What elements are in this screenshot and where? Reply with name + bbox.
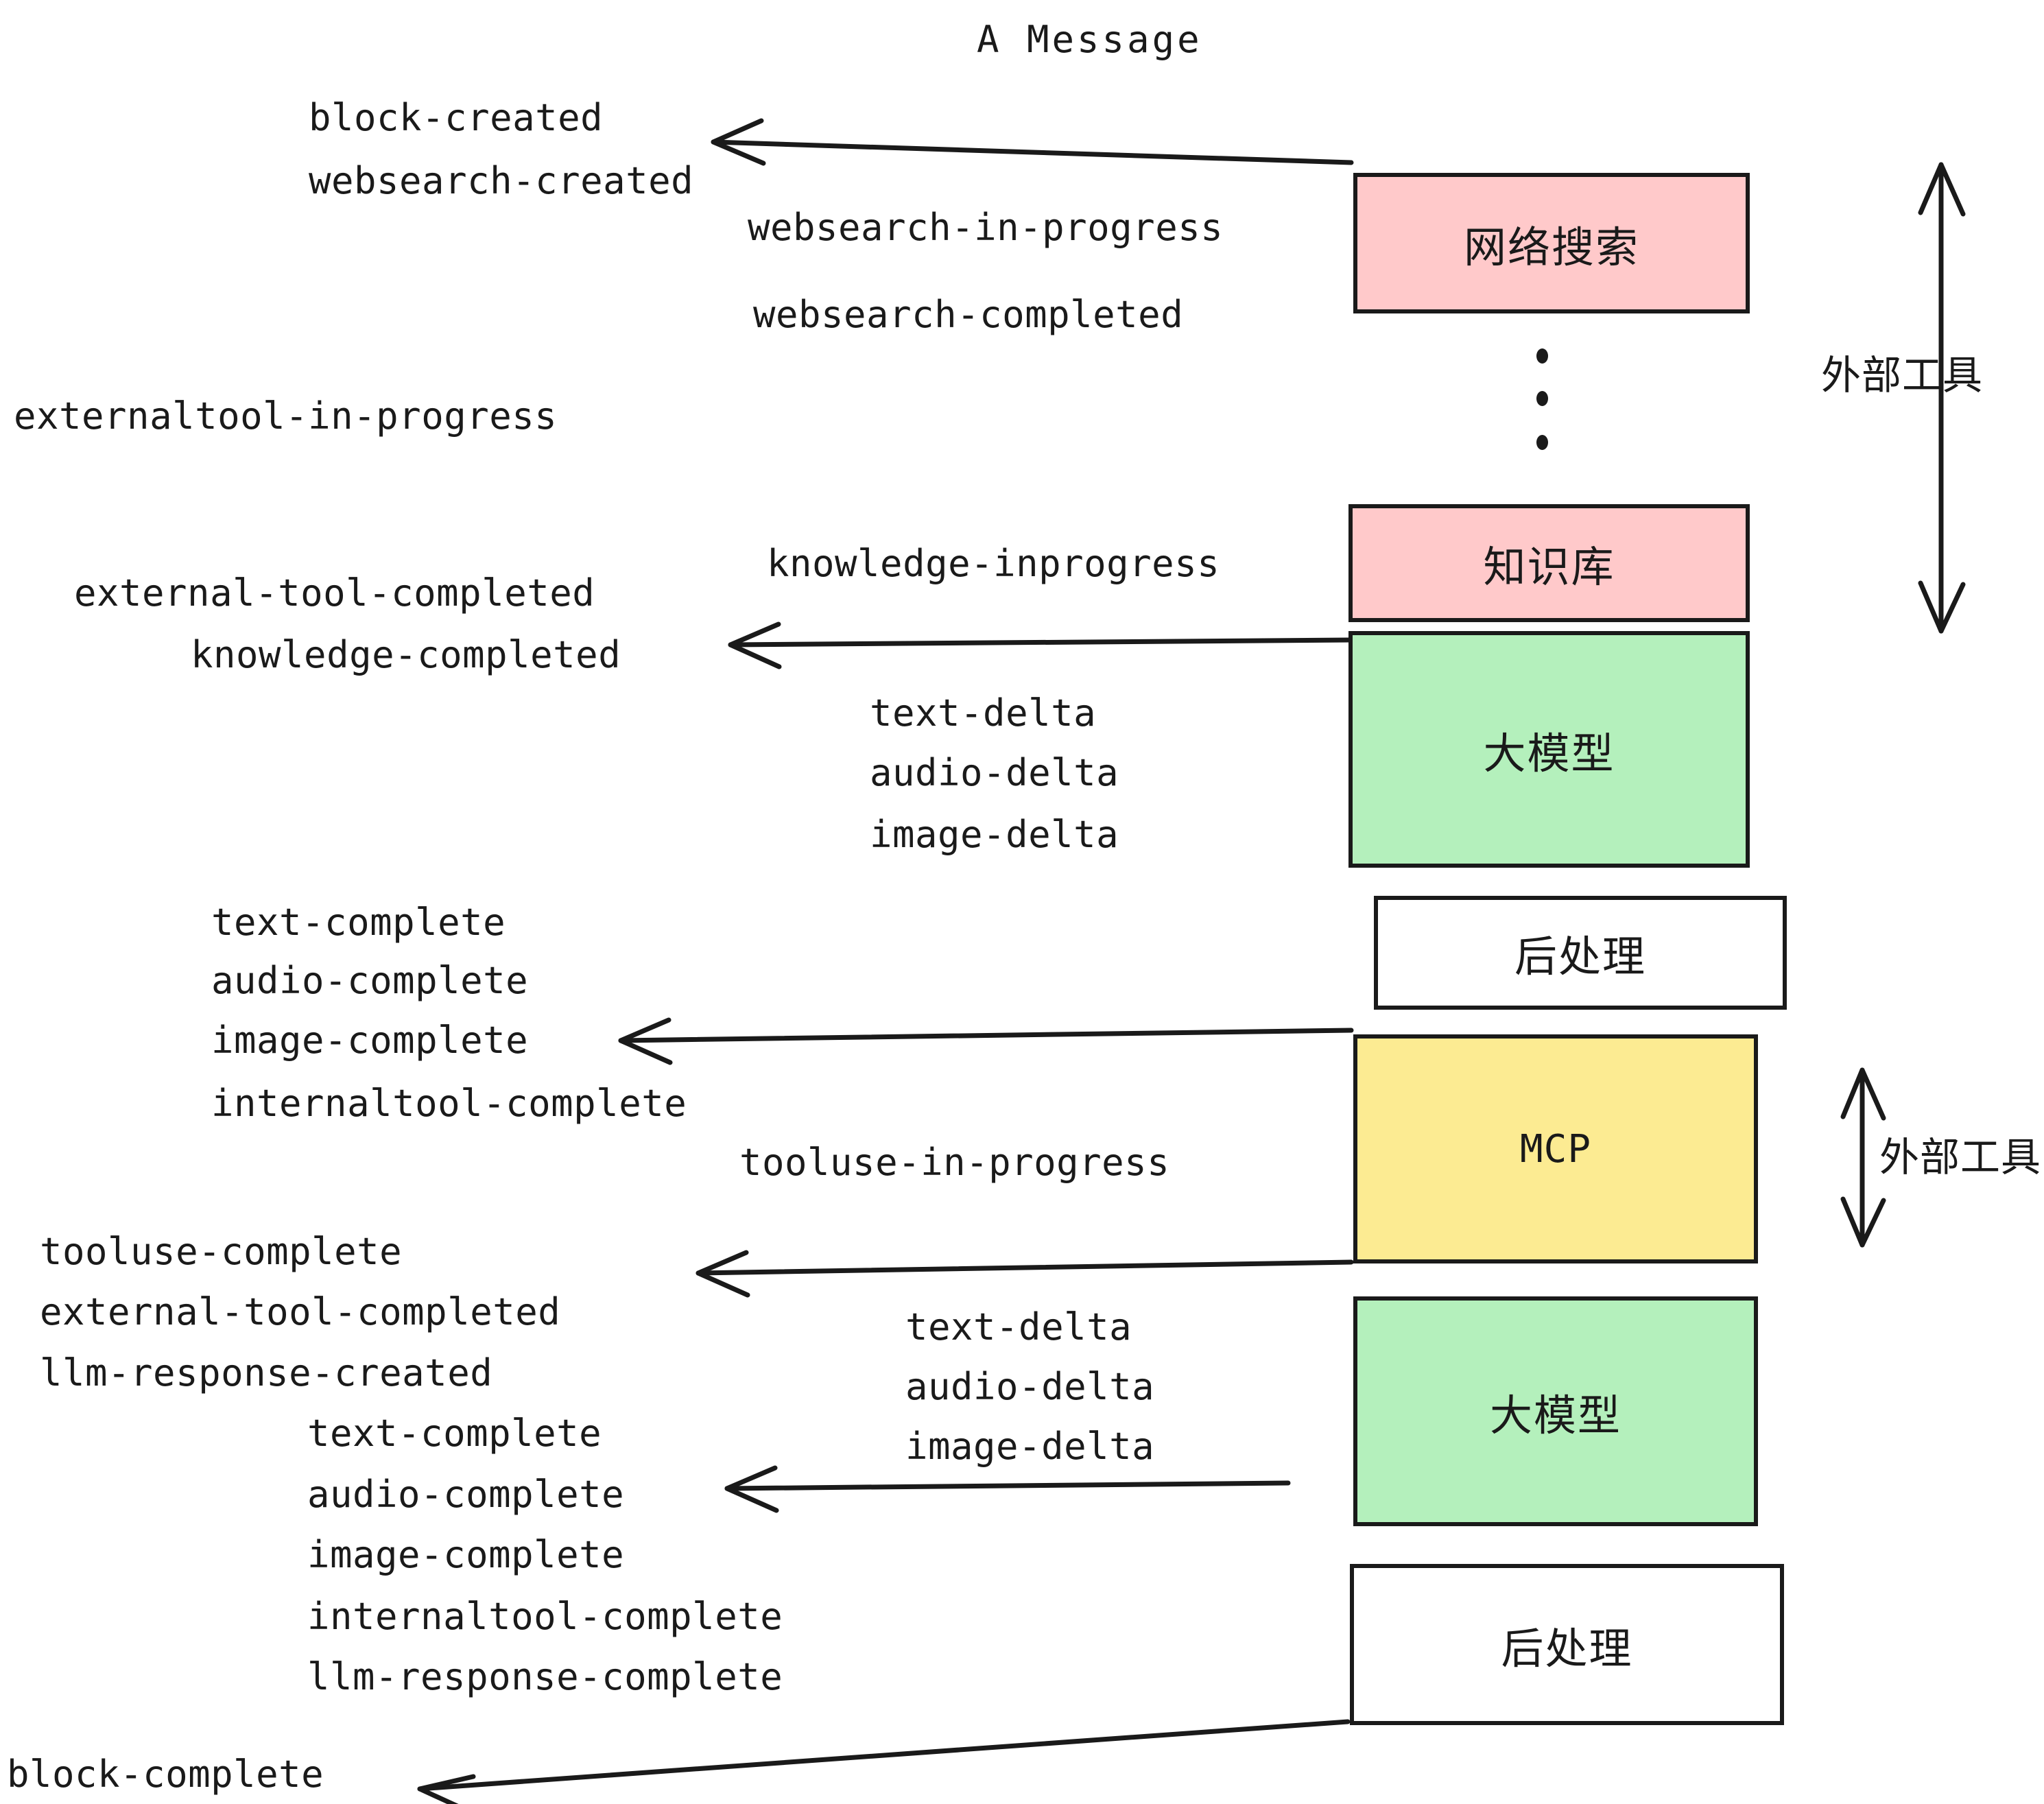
event-websearch-completed: websearch-completed — [753, 293, 1184, 336]
event-audio-complete-2: audio-complete — [307, 1473, 625, 1516]
event-tooluse-complete: tooluse-complete — [40, 1230, 403, 1273]
event-text-complete-1: text-complete — [211, 901, 506, 944]
event-internaltool-complete-1: internaltool-complete — [211, 1082, 687, 1125]
event-image-complete-2: image-complete — [307, 1533, 625, 1576]
side-label-external-tools-mcp: 外部工具 — [1879, 1134, 2042, 1180]
node-postprocess-1[interactable]: 后处理 — [1374, 896, 1787, 1010]
node-label: 大模型 — [1483, 728, 1615, 779]
event-text-complete-2: text-complete — [307, 1412, 602, 1455]
event-image-delta-1: image-delta — [870, 813, 1119, 856]
event-externaltool-in-progress: externaltool-in-progress — [14, 394, 558, 438]
event-block-created: block-created — [309, 96, 604, 139]
node-label: 大模型 — [1489, 1390, 1621, 1440]
page-title: A Message — [977, 18, 1202, 61]
ellipsis-dot — [1536, 391, 1548, 406]
event-image-delta-2: image-delta — [905, 1425, 1155, 1468]
node-postprocess-2[interactable]: 后处理 — [1350, 1564, 1784, 1725]
node-mcp[interactable]: MCP — [1353, 1034, 1758, 1263]
event-llm-response-complete: llm-response-complete — [307, 1655, 783, 1698]
event-block-complete: block-complete — [7, 1753, 324, 1796]
event-llm-response-created: llm-response-created — [40, 1351, 493, 1394]
side-label-external-tools-top: 外部工具 — [1821, 352, 1984, 399]
event-text-delta-1: text-delta — [870, 691, 1097, 735]
event-knowledge-inprogress: knowledge-inprogress — [767, 542, 1220, 585]
node-websearch[interactable]: 网络搜索 — [1353, 173, 1750, 313]
event-text-delta-2: text-delta — [905, 1305, 1132, 1349]
node-label: 知识库 — [1483, 542, 1615, 592]
event-knowledge-completed: knowledge-completed — [191, 633, 621, 676]
node-label: 后处理 — [1514, 931, 1646, 982]
event-websearch-created: websearch-created — [309, 159, 694, 202]
event-websearch-in-progress: websearch-in-progress — [748, 206, 1224, 249]
node-knowledge-base[interactable]: 知识库 — [1348, 504, 1750, 622]
event-image-complete-1: image-complete — [211, 1019, 529, 1062]
ellipsis-dot — [1536, 348, 1548, 364]
ellipsis-dot — [1536, 435, 1548, 450]
event-audio-delta-2: audio-delta — [905, 1365, 1155, 1408]
node-label: 网络搜索 — [1463, 222, 1639, 272]
node-llm-2[interactable]: 大模型 — [1353, 1296, 1758, 1526]
event-audio-delta-1: audio-delta — [870, 751, 1119, 794]
node-label: 后处理 — [1501, 1623, 1633, 1674]
node-llm-1[interactable]: 大模型 — [1348, 631, 1750, 868]
event-tooluse-in-progress: tooluse-in-progress — [739, 1141, 1170, 1184]
event-audio-complete-1: audio-complete — [211, 959, 529, 1002]
event-external-tool-completed-2: external-tool-completed — [40, 1290, 561, 1333]
event-internaltool-complete-2: internaltool-complete — [307, 1595, 783, 1638]
event-external-tool-completed-1: external-tool-completed — [74, 571, 595, 615]
node-label: MCP — [1519, 1126, 1592, 1172]
